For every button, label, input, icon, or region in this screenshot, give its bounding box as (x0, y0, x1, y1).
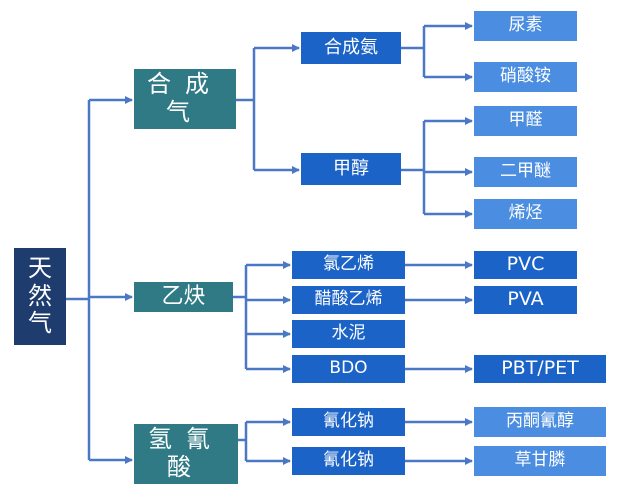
node-dimethyl-ether-label: 二甲醚 (500, 161, 551, 182)
node-synthetic-ammonia: 合成氨 (301, 32, 401, 64)
node-sodium-cyanide-2: 氰化钠 (292, 447, 405, 475)
methanol-branch-line (401, 121, 426, 214)
root-char-1: 天 (28, 254, 52, 283)
ammonia-branch-line (401, 26, 426, 77)
node-cement-label: 水泥 (331, 323, 366, 344)
node-cement: 水泥 (292, 320, 405, 348)
node-olefins: 烯烃 (474, 199, 577, 229)
hcn-branch-line (238, 422, 248, 461)
node-methanol-label: 甲醇 (333, 157, 369, 179)
root-trunk-line (66, 100, 91, 460)
node-bdo: BDO (292, 355, 405, 383)
root-char-3: 气 (28, 309, 52, 338)
node-formaldehyde-label: 甲醛 (508, 110, 543, 131)
node-acetone-cyanohydrin-label: 丙酮氰醇 (506, 411, 574, 432)
node-vinyl-chloride: 氯乙烯 (292, 251, 405, 279)
node-glyphosate-label: 草甘膦 (514, 450, 566, 471)
node-vinyl-acetate-label: 醋酸乙烯 (314, 289, 383, 310)
node-acetylene: 乙炔 (134, 282, 233, 312)
node-acetylene-label: 乙炔 (161, 284, 206, 310)
node-syngas: 合成气 (134, 69, 236, 129)
node-hydrocyanic-acid: 氢氰酸 (134, 424, 238, 484)
node-pva-label: PVA (507, 288, 544, 311)
node-acetone-cyanohydrin: 丙酮氰醇 (474, 407, 606, 437)
node-dimethyl-ether: 二甲醚 (474, 157, 577, 187)
node-pbt-pet-label: PBT/PET (501, 357, 579, 380)
node-pbt-pet: PBT/PET (474, 355, 606, 383)
node-glyphosate: 草甘膦 (474, 446, 606, 476)
node-sodium-cyanide-1-label: 氰化钠 (323, 411, 374, 432)
node-hydrocyanic-acid-label: 氢氰酸 (148, 425, 224, 481)
node-methanol: 甲醇 (301, 153, 401, 185)
node-vinyl-chloride-label: 氯乙烯 (323, 254, 374, 275)
node-olefins-label: 烯烃 (508, 203, 543, 224)
node-urea: 尿素 (474, 11, 577, 41)
syngas-branch-line (236, 48, 256, 170)
node-syngas-label: 合成气 (147, 70, 223, 126)
node-synthetic-ammonia-label: 合成氨 (324, 36, 378, 58)
node-sodium-cyanide-2-label: 氰化钠 (323, 450, 374, 471)
node-sodium-cyanide-1: 氰化钠 (292, 408, 405, 436)
node-pva: PVA (474, 286, 577, 314)
node-ammonium-nitrate: 硝酸铵 (474, 62, 577, 92)
node-pvc-label: PVC (506, 253, 545, 276)
node-vinyl-acetate: 醋酸乙烯 (292, 286, 405, 314)
node-ammonium-nitrate-label: 硝酸铵 (500, 66, 551, 87)
node-pvc: PVC (474, 251, 577, 279)
root-natural-gas: 天 然 气 (14, 248, 66, 345)
node-urea-label: 尿素 (508, 15, 543, 36)
node-bdo-label: BDO (329, 358, 368, 379)
root-char-2: 然 (28, 281, 52, 310)
acetylene-branch-line (233, 265, 248, 369)
node-formaldehyde: 甲醛 (474, 106, 577, 136)
